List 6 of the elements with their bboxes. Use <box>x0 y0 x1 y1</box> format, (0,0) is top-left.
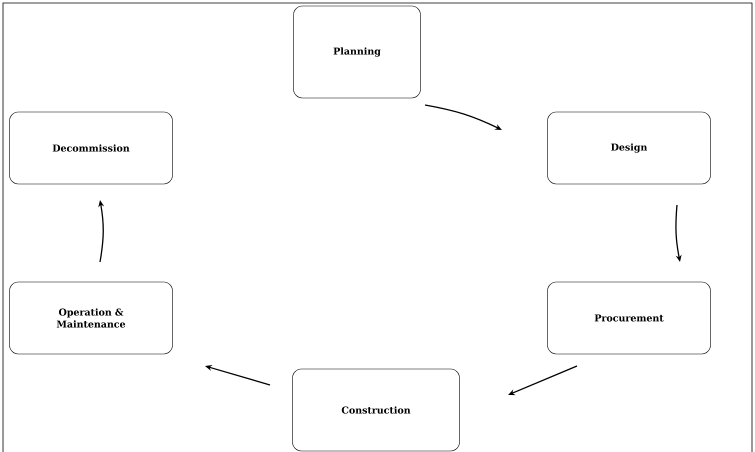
process-box: Design <box>547 112 711 184</box>
process-box: Operation & Maintenance <box>9 282 173 354</box>
process-box: Construction <box>292 368 460 452</box>
process-box: Procurement <box>547 282 711 354</box>
process-box: Planning <box>293 6 421 98</box>
process-box: Decommission <box>9 112 173 184</box>
